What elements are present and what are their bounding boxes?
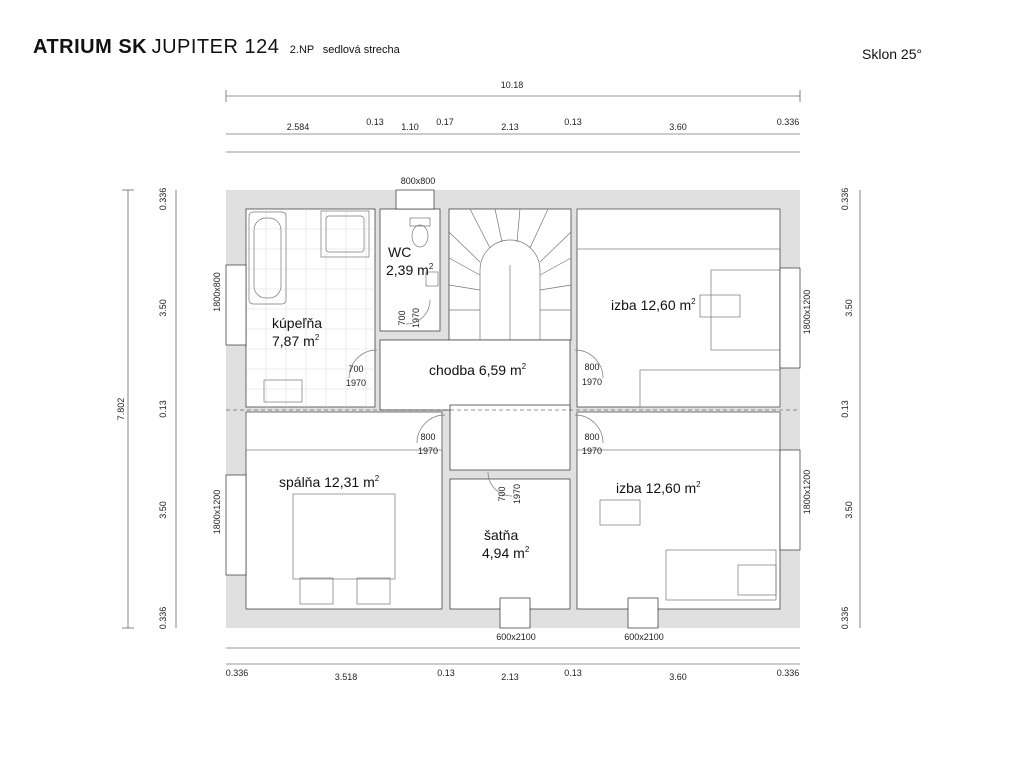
- dim-bottom-1: 0.336: [226, 668, 249, 678]
- brand-name: ATRIUM SK: [33, 36, 148, 58]
- wc-door-width: 700: [397, 310, 407, 325]
- dim-total-width: 10.18: [501, 80, 524, 90]
- dim-bottom-5: 0.13: [564, 668, 582, 678]
- izba1-door-height: 1970: [582, 377, 602, 387]
- room-satna: [449, 478, 571, 610]
- bottom-door2-label: 600x2100: [624, 632, 664, 642]
- wc-toilet: [411, 224, 429, 248]
- dim-top-4: 0.17: [436, 117, 454, 127]
- wc-sink: [425, 271, 439, 287]
- bottom-door1-label: 600x2100: [496, 632, 536, 642]
- washbasin: [263, 379, 303, 403]
- dim-top-7: 3.60: [669, 122, 687, 132]
- izba2-door-width: 800: [584, 432, 599, 442]
- room-chodba-lower: [449, 404, 571, 471]
- roof-label: sedlová strecha: [322, 44, 400, 56]
- dim-right-2: 3.50: [844, 299, 854, 317]
- tile-grid: [246, 209, 375, 407]
- dim-bottom-6: 3.60: [669, 672, 687, 682]
- title-block: ATRIUM SK JUPITER 124 2.NP sedlová strec…: [33, 36, 400, 59]
- chodba-label: chodba 6,59 m2: [429, 362, 527, 378]
- bottom-door1-mark: [499, 597, 531, 629]
- bathtub: [248, 211, 287, 305]
- kupelna-window-label: 1800x800: [212, 272, 222, 312]
- izba1-furniture: [576, 208, 781, 408]
- izba2-door-height: 1970: [582, 446, 602, 456]
- dim-bottom-4: 2.13: [501, 672, 519, 682]
- dim-top-6: 0.13: [564, 117, 582, 127]
- roof-slope: Sklon 25°: [862, 46, 923, 62]
- kupelna-area: 7,87 m2: [272, 333, 320, 349]
- room-kupelna: [245, 208, 376, 408]
- dim-right-3: 0.13: [840, 400, 850, 418]
- satna-door-height: 1970: [512, 484, 522, 504]
- dim-left-1: 0.336: [158, 188, 168, 211]
- izba1-door-width: 800: [584, 362, 599, 372]
- spalna-label: spálňa 12,31 m2: [279, 474, 380, 490]
- top-window-label: 800x800: [401, 176, 436, 186]
- dim-top-3: 1.10: [401, 122, 419, 132]
- dim-total-height: 7.802: [116, 398, 126, 421]
- satna-name: šatňa: [484, 527, 518, 543]
- izba1-window-label: 1800x1200: [802, 290, 812, 335]
- wc-area: 2,39 m2: [386, 262, 434, 278]
- kupelna-window-mark: [225, 264, 247, 346]
- dim-top-2: 0.13: [366, 117, 384, 127]
- izba2-furniture: [576, 411, 781, 601]
- bottom-door2-mark: [627, 597, 659, 629]
- dim-right-4: 3.50: [844, 501, 854, 519]
- top-window-mark: [395, 189, 435, 210]
- door-swings: [348, 299, 604, 497]
- izba2-label: izba 12,60 m2: [616, 480, 701, 496]
- bedroom-furniture: [245, 411, 443, 605]
- staircase: [448, 208, 572, 340]
- dim-left-2: 3.50: [158, 299, 168, 317]
- spalna-door-height: 1970: [418, 446, 438, 456]
- dim-top-1: 2.584: [287, 122, 310, 132]
- izba2-window-mark: [779, 449, 801, 551]
- room-izba-1: [576, 208, 781, 408]
- wc-door-height: 1970: [411, 308, 421, 328]
- wc-name: WC: [388, 244, 411, 260]
- room-spalna: [245, 411, 443, 610]
- dim-bottom-7: 0.336: [777, 668, 800, 678]
- dim-left-5: 0.336: [158, 607, 168, 630]
- kupelna-door-height: 1970: [346, 378, 366, 388]
- floor-label: 2.NP: [289, 44, 315, 56]
- shower-tray: [320, 210, 370, 258]
- room-izba-2: [576, 411, 781, 610]
- wc-cistern: [409, 217, 431, 227]
- dim-top-8: 0.336: [777, 117, 800, 127]
- izba1-label: izba 12,60 m2: [611, 297, 696, 313]
- dim-bottom-3: 0.13: [437, 668, 455, 678]
- shower-inner: [325, 215, 365, 253]
- dim-right-5: 0.336: [840, 607, 850, 630]
- room-chodba: [379, 339, 571, 411]
- kupelna-door-width: 700: [348, 364, 363, 374]
- room-wc: [379, 208, 441, 332]
- spalna-door-width: 800: [420, 432, 435, 442]
- dim-left-4: 3.50: [158, 501, 168, 519]
- satna-area: 4,94 m2: [482, 545, 530, 561]
- dim-top-5: 2.13: [501, 122, 519, 132]
- izba2-window-label: 1800x1200: [802, 470, 812, 515]
- bathtub-inner: [253, 217, 282, 299]
- dim-bottom-2: 3.518: [335, 672, 358, 682]
- spalna-window-label: 1800x1200: [212, 490, 222, 535]
- spalna-window-mark: [225, 474, 247, 576]
- kupelna-name: kúpeľňa: [272, 315, 322, 331]
- izba1-window-mark: [779, 267, 801, 369]
- model-name: JUPITER 124: [151, 36, 280, 58]
- dim-left-3: 0.13: [158, 400, 168, 418]
- dim-right-1: 0.336: [840, 188, 850, 211]
- dimension-lines: [122, 90, 861, 665]
